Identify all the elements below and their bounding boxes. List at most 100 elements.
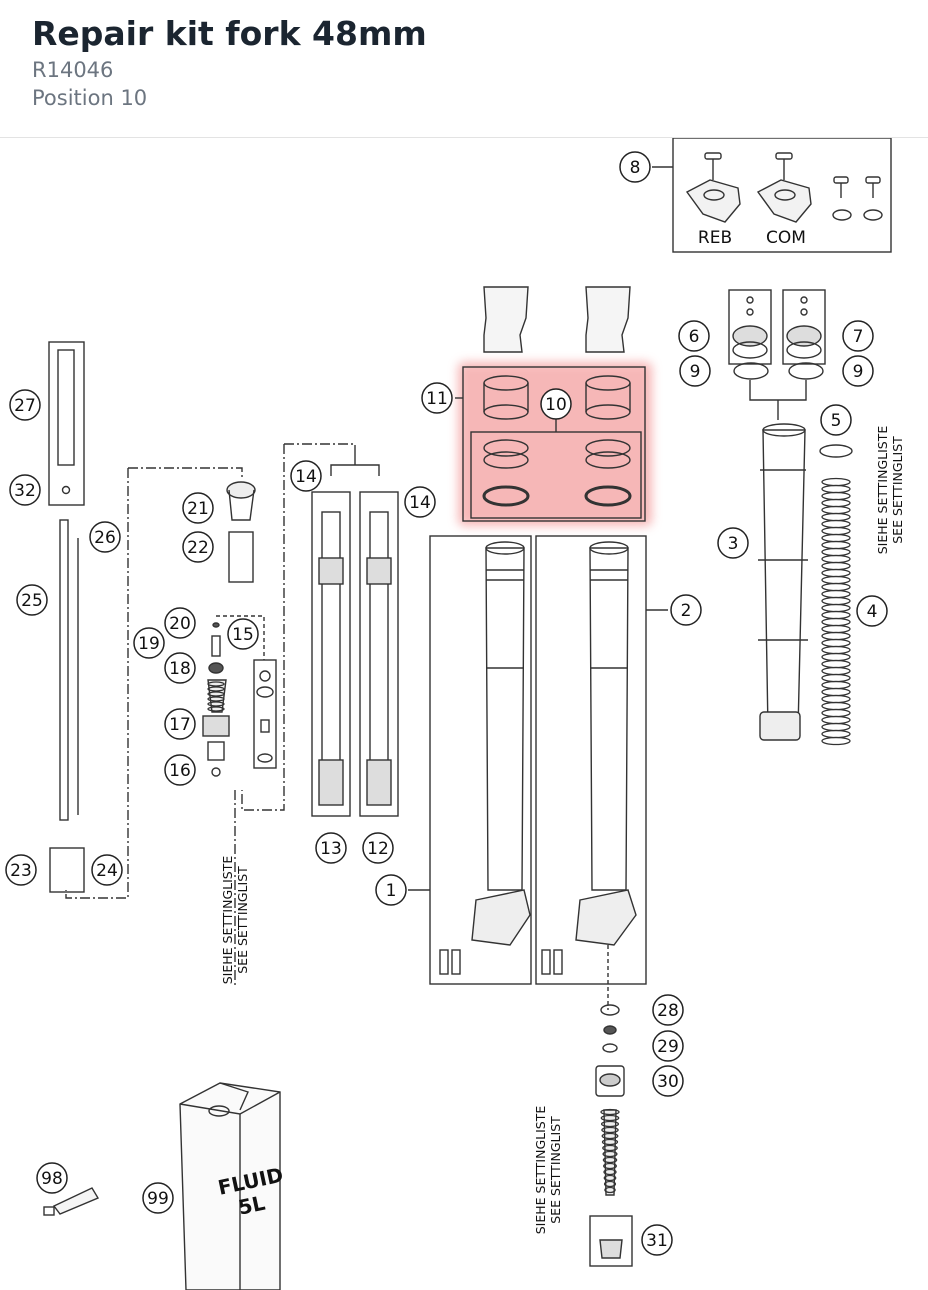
- part-number: R14046: [32, 58, 114, 82]
- callout-14[interactable]: 14: [404, 486, 436, 518]
- callout-21[interactable]: 21: [182, 492, 214, 524]
- callout-number: 24: [96, 861, 118, 881]
- callout-6[interactable]: 6: [678, 320, 710, 352]
- callout-4[interactable]: 4: [856, 595, 888, 627]
- callout-circle: [290, 460, 322, 492]
- spring-coil: [821, 736, 851, 746]
- spring-coil: [821, 505, 851, 515]
- highlight-area[interactable]: [458, 362, 652, 526]
- callout-99[interactable]: 99: [142, 1182, 174, 1214]
- callout-number: 14: [409, 493, 431, 513]
- cartridge-12: [366, 511, 392, 806]
- callout-14[interactable]: 14: [290, 460, 322, 492]
- callout-number: 2: [681, 601, 692, 621]
- callout-circle: [9, 474, 41, 506]
- callout-31[interactable]: 31: [641, 1224, 673, 1256]
- callout-number: 9: [690, 362, 701, 382]
- spring-coil: [821, 694, 851, 704]
- callout-circle: [227, 618, 259, 650]
- spring-coil: [821, 540, 851, 550]
- callout-25[interactable]: 25: [16, 584, 48, 616]
- callout-22[interactable]: 22: [182, 531, 214, 563]
- spring-coil: [603, 1180, 617, 1188]
- valve-parts-15: [256, 670, 274, 763]
- piston-6: [732, 296, 768, 359]
- callout-circle: [36, 1162, 68, 1194]
- exploded-parts-diagram: REB COM SIEHE SETTINGLISTE SEE SETTINGLI…: [5, 138, 905, 1290]
- spring-coil: [601, 1132, 619, 1140]
- callout-number: 9: [853, 362, 864, 382]
- clamp-screws: [704, 152, 883, 221]
- cartridge-13: [318, 511, 344, 806]
- spring-coil: [207, 691, 225, 697]
- callout-circle: [5, 854, 37, 886]
- spring-coil: [821, 498, 851, 508]
- callout-circle: [679, 355, 711, 387]
- callout-circle: [670, 594, 702, 626]
- page-title: Repair kit fork 48mm: [32, 14, 427, 53]
- callout-29[interactable]: 29: [652, 1030, 684, 1062]
- callout-20[interactable]: 20: [164, 607, 196, 639]
- callout-circle: [164, 652, 196, 684]
- callout-18[interactable]: 18: [164, 652, 196, 684]
- callout-2[interactable]: 2: [670, 594, 702, 626]
- spring-coil: [207, 701, 225, 707]
- callout-27[interactable]: 27: [9, 389, 41, 421]
- spring-coil: [821, 638, 851, 648]
- spring-coil: [821, 519, 851, 529]
- callout-13[interactable]: 13: [315, 832, 347, 864]
- callout-number: 20: [169, 614, 191, 634]
- settinglist-de-1: SIEHE SETTINGLISTE: [875, 426, 890, 555]
- spring-coil: [207, 681, 225, 687]
- spring-coil: [603, 1168, 617, 1176]
- callout-16[interactable]: 16: [164, 754, 196, 786]
- callout-8[interactable]: 8: [619, 151, 651, 183]
- spring-coil: [821, 533, 851, 543]
- callout-10[interactable]: 10: [540, 388, 572, 420]
- callout-9[interactable]: 9: [842, 355, 874, 387]
- label-com: COM: [766, 228, 806, 248]
- callout-number: 3: [728, 534, 739, 554]
- spring-coil: [821, 715, 851, 725]
- callout-12[interactable]: 12: [362, 832, 394, 864]
- assembly-frame: [65, 443, 356, 985]
- settinglist-de-3: SIEHE SETTINGLISTE: [533, 1106, 548, 1235]
- callout-3[interactable]: 3: [717, 527, 749, 559]
- spring-coil: [821, 680, 851, 690]
- callout-15[interactable]: 15: [227, 618, 259, 650]
- adjuster-reb: [685, 179, 741, 223]
- spring-coil: [821, 722, 851, 732]
- callout-number: 14: [295, 467, 317, 487]
- callout-circle: [164, 708, 196, 740]
- fluid-can: [179, 1082, 281, 1290]
- callout-32[interactable]: 32: [9, 474, 41, 506]
- callout-9[interactable]: 9: [679, 355, 711, 387]
- spring-coil: [821, 484, 851, 494]
- callout-5[interactable]: 5: [820, 404, 852, 436]
- spring-coil: [821, 687, 851, 697]
- callout-number: 21: [187, 499, 209, 519]
- callout-7[interactable]: 7: [842, 320, 874, 352]
- callout-17[interactable]: 17: [164, 708, 196, 740]
- callout-circle: [641, 1224, 673, 1256]
- callout-number: 11: [426, 389, 448, 409]
- callout-number: 99: [147, 1189, 169, 1209]
- callout-circle: [652, 994, 684, 1026]
- callout-26[interactable]: 26: [89, 521, 121, 553]
- callout-circle: [182, 531, 214, 563]
- callout-98[interactable]: 98: [36, 1162, 68, 1194]
- callout-24[interactable]: 24: [91, 854, 123, 886]
- spring-coil: [821, 582, 851, 592]
- callout-1[interactable]: 1: [375, 874, 407, 906]
- callout-number: 16: [169, 761, 191, 781]
- callout-11[interactable]: 11: [421, 382, 453, 414]
- callout-30[interactable]: 30: [652, 1065, 684, 1097]
- callout-circle: [315, 832, 347, 864]
- seals-10[interactable]: [482, 439, 632, 507]
- callout-23[interactable]: 23: [5, 854, 37, 886]
- callout-number: 17: [169, 715, 191, 735]
- callout-19[interactable]: 19: [133, 627, 165, 659]
- callout-28[interactable]: 28: [652, 994, 684, 1026]
- spring-coil: [821, 589, 851, 599]
- spring-coil: [821, 554, 851, 564]
